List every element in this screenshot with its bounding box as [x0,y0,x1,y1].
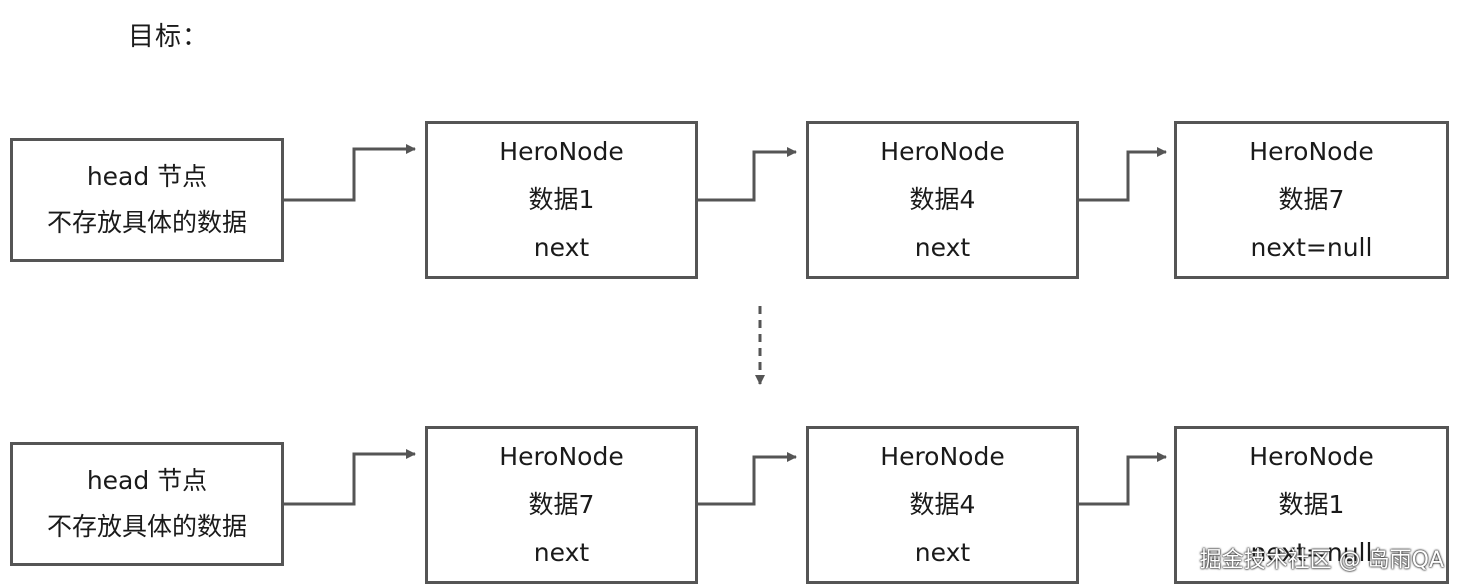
node-type: HeroNode [1249,137,1374,166]
node-type: HeroNode [499,137,624,166]
hero-node-row2-2: HeroNode 数据4 next [806,426,1079,584]
node-type: HeroNode [880,137,1005,166]
node-next: next [533,233,590,262]
arrow-node1-to-node2-row1 [697,147,797,202]
node-data: 数据7 [528,490,595,519]
arrow-head-to-node1-row1 [282,144,416,202]
node-type: HeroNode [1249,442,1374,471]
node-data: 数据1 [1278,490,1345,519]
head-node-desc: 不存放具体的数据 [46,208,247,237]
arrow-head-to-node1-row2 [282,449,416,506]
node-type: HeroNode [880,442,1005,471]
node-next: next=null [1250,538,1373,567]
hero-node-row2-1: HeroNode 数据7 next [425,426,698,584]
node-next: next [533,538,590,567]
hero-node-row1-3: HeroNode 数据7 next=null [1174,121,1449,279]
node-next: next=null [1250,233,1373,262]
hero-node-row2-3: HeroNode 数据1 next=null [1174,426,1449,584]
node-data: 数据4 [909,185,976,214]
node-type: HeroNode [499,442,624,471]
hero-node-row1-2: HeroNode 数据4 next [806,121,1079,279]
diagram-title: 目标： [128,22,210,52]
head-node-label: head 节点 [86,162,208,191]
node-data: 数据1 [528,185,595,214]
head-node-label: head 节点 [86,466,208,495]
head-node-row2: head 节点 不存放具体的数据 [10,442,284,566]
head-node-desc: 不存放具体的数据 [46,512,247,541]
arrow-node1-to-node2-row2 [697,452,797,506]
node-next: next [914,538,971,567]
watermark: 掘金技术社区 @ 岛雨QA [1199,548,1444,573]
hero-node-row1-1: HeroNode 数据1 next [425,121,698,279]
arrow-node2-to-node3-row2 [1078,452,1167,506]
node-data: 数据4 [909,490,976,519]
arrow-node2-to-node3-row1 [1078,147,1167,202]
node-data: 数据7 [1278,185,1345,214]
head-node-row1: head 节点 不存放具体的数据 [10,138,284,262]
node-next: next [914,233,971,262]
